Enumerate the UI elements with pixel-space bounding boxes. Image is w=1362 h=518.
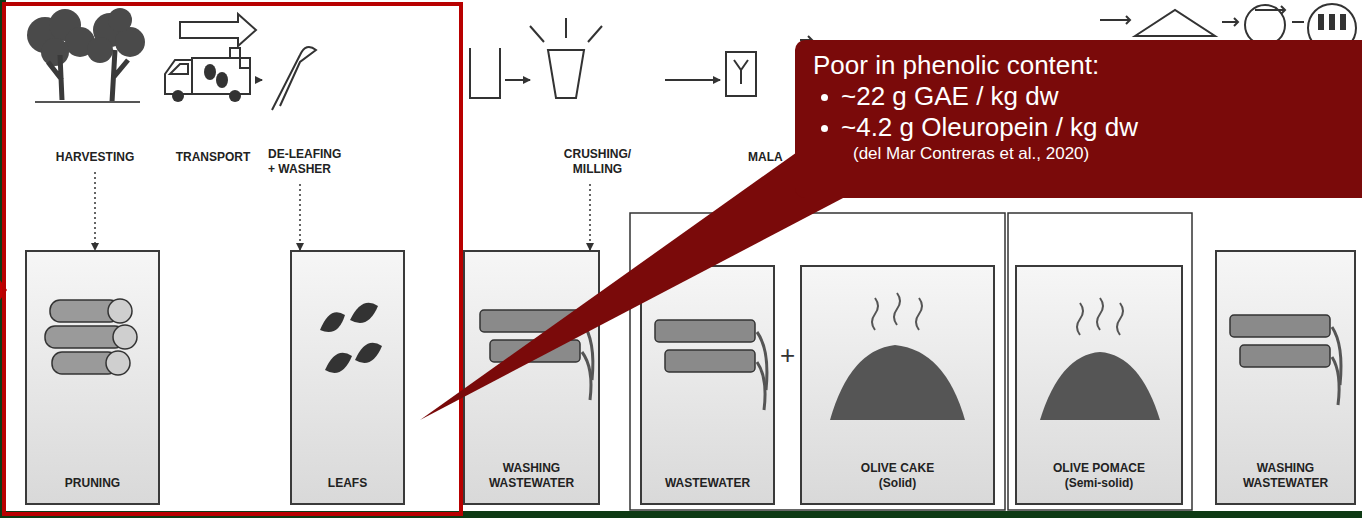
- stage-label: WASHING WASTEWATER: [482, 461, 582, 491]
- stage-label: PRUNING: [65, 476, 120, 491]
- waste-flow-arrow: [94, 172, 96, 250]
- stage-label: WASTEWATER: [665, 476, 750, 491]
- stage-label: WASHING WASTEWATER: [1236, 461, 1336, 491]
- stage-label: (Semi-solid): [1065, 476, 1134, 491]
- waste-box: LEAFS: [290, 250, 405, 505]
- stage-label: CRUSHING/ MILLING: [558, 147, 638, 177]
- process-arrow: [258, 79, 262, 81]
- callout-text: ~4.2 g Oleuropein / kg dw: [813, 112, 1346, 143]
- waste-flow-arrow: [589, 184, 591, 250]
- stage-label: HARVESTING: [56, 150, 134, 165]
- callout-box: Poor in phenolic content:~22 g GAE / kg …: [795, 40, 1362, 198]
- bullet-dot: [821, 125, 828, 132]
- bullet-dot: [821, 94, 828, 101]
- stage-label: TRANSPORT: [176, 150, 251, 165]
- stage-label: OLIVE CAKE: [861, 461, 934, 476]
- waste-box: PRUNING: [25, 250, 160, 505]
- stage-label: LEAFS: [328, 476, 367, 491]
- waste-box: WASHING WASTEWATER: [1215, 250, 1356, 505]
- plus-sign: +: [780, 340, 795, 371]
- stage-label: (Solid): [879, 476, 916, 491]
- callout-text: (del Mar Contreras et al., 2020): [813, 144, 1346, 164]
- process-stage: DE-LEAFING + WASHER: [262, 10, 505, 182]
- callout-text: Poor in phenolic content:: [813, 50, 1346, 81]
- process-arrow: [665, 79, 720, 81]
- process-stage: CRUSHING/ MILLING: [530, 10, 665, 182]
- stage-label: MALA: [748, 150, 783, 165]
- waste-box: WASTEWATER: [640, 265, 775, 505]
- process-arrow: [505, 79, 530, 81]
- stage-label: DE-LEAFING + WASHER: [268, 147, 348, 177]
- callout-text: ~22 g GAE / kg dw: [813, 81, 1346, 112]
- process-stage: MALA: [720, 10, 796, 170]
- stage-label: OLIVE POMACE: [1053, 461, 1145, 476]
- waste-flow-arrow: [299, 184, 301, 250]
